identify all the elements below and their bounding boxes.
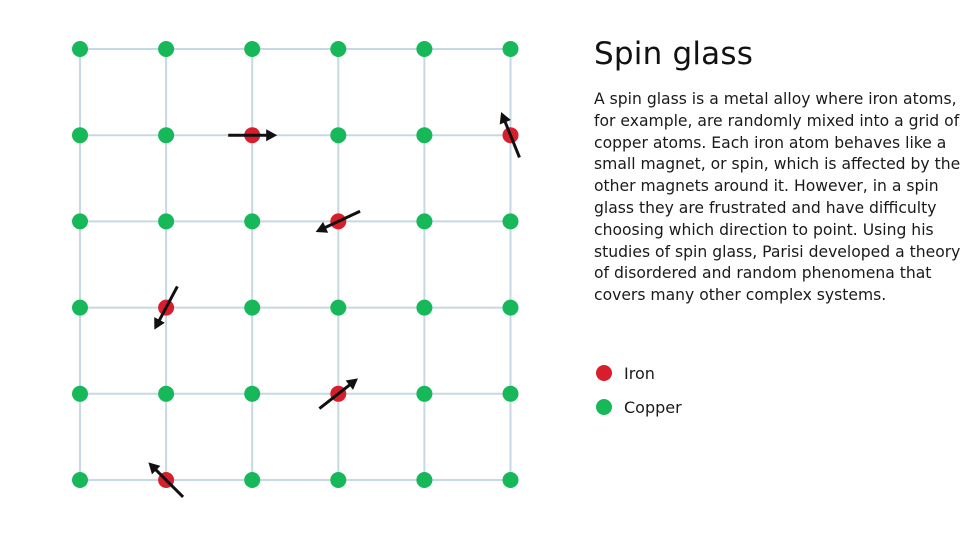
copper-atom: [158, 213, 175, 230]
copper-atom: [416, 213, 433, 230]
description-text: A spin glass is a metal alloy where iron…: [594, 90, 961, 305]
copper-atom: [158, 127, 175, 144]
copper-dot-icon: [596, 399, 612, 415]
page-title: Spin glass: [594, 36, 754, 72]
legend-label-iron: Iron: [624, 363, 655, 383]
copper-atom: [502, 41, 519, 57]
spin-arrow-shaft: [318, 383, 352, 410]
spin-arrow-shaft: [157, 285, 179, 322]
spin-arrow-head: [345, 378, 359, 390]
spin-arrow: [148, 462, 185, 499]
copper-atom: [158, 41, 175, 57]
copper-atom: [72, 213, 88, 230]
spin-arrow-head: [315, 221, 329, 233]
copper-atom: [502, 472, 519, 488]
copper-atom: [416, 127, 433, 144]
legend-label-copper: Copper: [624, 397, 682, 417]
copper-atom: [416, 385, 433, 402]
spin-arrow-head: [266, 129, 278, 142]
copper-atom: [244, 213, 261, 230]
copper-atom: [244, 41, 261, 57]
copper-atom: [502, 299, 519, 316]
copper-atom: [72, 472, 88, 488]
copper-atom: [72, 127, 88, 144]
copper-atom: [416, 299, 433, 316]
copper-atom: [244, 385, 261, 402]
legend-item-iron: Iron: [596, 362, 682, 384]
spin-arrow: [154, 285, 179, 330]
copper-atom: [330, 299, 347, 316]
copper-atom: [330, 127, 347, 144]
copper-atom: [502, 213, 519, 230]
copper-atom: [416, 472, 433, 488]
spin-arrow: [315, 209, 361, 233]
spin-arrows: [148, 112, 521, 499]
spin-glass-lattice: [72, 41, 521, 499]
spin-arrow-shaft: [324, 209, 361, 230]
copper-atom: [330, 41, 347, 57]
spin-arrow-head: [148, 462, 161, 475]
copper-atom: [72, 385, 88, 402]
spin-arrow-head: [154, 317, 165, 330]
copper-atom: [330, 472, 347, 488]
spin-arrow-shaft: [503, 120, 521, 159]
copper-atom: [502, 385, 519, 402]
legend: Iron Copper: [596, 362, 682, 430]
spin-arrow-head: [499, 112, 511, 125]
lattice-atoms: [72, 41, 519, 488]
copper-atom: [72, 41, 88, 57]
copper-atom: [72, 299, 88, 316]
legend-item-copper: Copper: [596, 396, 682, 418]
spin-arrow: [499, 112, 521, 159]
copper-atom: [158, 385, 175, 402]
spin-arrow: [318, 378, 359, 410]
copper-atom: [244, 472, 261, 488]
copper-atom: [244, 299, 261, 316]
spin-arrow: [228, 129, 278, 142]
iron-dot-icon: [596, 365, 612, 381]
copper-atom: [416, 41, 433, 57]
lattice-grid-lines: [79, 48, 512, 481]
spin-arrow-shaft: [154, 468, 185, 499]
